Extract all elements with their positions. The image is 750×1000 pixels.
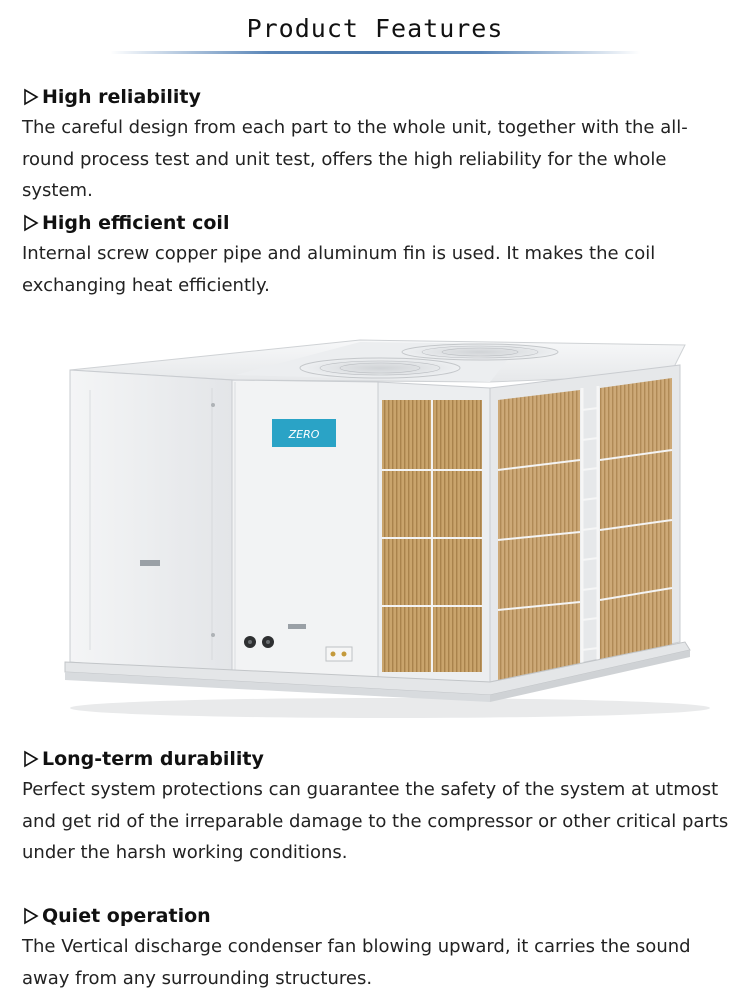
page-header: Product Features <box>0 14 750 43</box>
feature-high-reliability: High reliability The careful design from… <box>22 84 730 207</box>
triangle-bullet-icon <box>24 907 39 925</box>
feature-description: Perfect system protections can guarantee… <box>22 779 729 863</box>
feature-description: Internal screw copper pipe and aluminum … <box>22 243 656 296</box>
feature-heading: High efficient coil <box>22 210 730 236</box>
triangle-bullet-icon <box>24 750 39 768</box>
feature-description: The Vertical discharge condenser fan blo… <box>22 936 691 989</box>
product-image-rooftop-unit: ZERO <box>60 320 710 720</box>
feature-title: High reliability <box>42 86 201 108</box>
feature-heading: Long-term durability <box>22 746 730 772</box>
feature-title: High efficient coil <box>42 212 230 234</box>
feature-quiet-operation: Quiet operation The Vertical discharge c… <box>22 903 730 994</box>
triangle-bullet-icon <box>24 214 39 232</box>
feature-heading: Quiet operation <box>22 903 730 929</box>
feature-heading: High reliability <box>22 84 730 110</box>
feature-description: The careful design from each part to the… <box>22 117 688 201</box>
page-title: Product Features <box>246 14 504 43</box>
triangle-bullet-icon <box>24 88 39 106</box>
feature-title: Long-term durability <box>42 748 264 770</box>
title-underline <box>110 51 640 54</box>
feature-high-efficient-coil: High efficient coil Internal screw coppe… <box>22 210 730 301</box>
brand-logo-text: ZERO <box>288 428 320 441</box>
feature-title: Quiet operation <box>42 905 211 927</box>
feature-long-term-durability: Long-term durability Perfect system prot… <box>22 746 730 869</box>
brand-logo-badge <box>272 419 336 447</box>
